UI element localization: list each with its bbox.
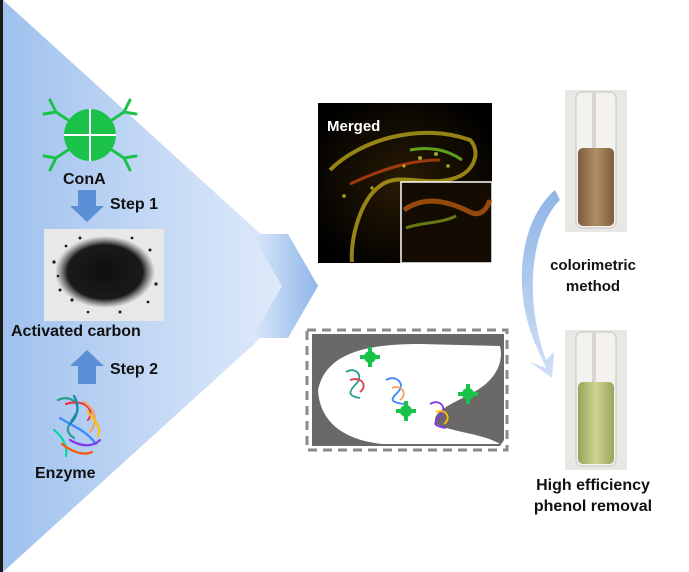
colorimetric-label-line2: method bbox=[565, 278, 621, 295]
step2-arrow bbox=[70, 350, 104, 384]
colorimetric-label-line1: colorimetric bbox=[550, 257, 636, 274]
activated-carbon-image bbox=[44, 229, 164, 321]
removal-label-line2: phenol removal bbox=[533, 498, 653, 515]
enzyme-label: Enzyme bbox=[35, 465, 96, 482]
cona-label: ConA bbox=[63, 171, 106, 188]
merged-micrograph bbox=[318, 103, 493, 264]
carbon-label: Activated carbon bbox=[11, 323, 141, 340]
cona-icon bbox=[42, 98, 138, 172]
right-arrow bbox=[252, 234, 318, 338]
enzyme-structure-icon bbox=[52, 394, 102, 458]
pore-schematic bbox=[305, 328, 509, 452]
cona-markers bbox=[360, 347, 478, 421]
removal-label-line1: High efficiency bbox=[536, 477, 650, 494]
merged-label: Merged bbox=[327, 118, 381, 135]
enzyme-markers bbox=[345, 369, 449, 429]
tube-after bbox=[565, 330, 627, 470]
tube-before bbox=[565, 90, 627, 232]
step1-arrow bbox=[70, 190, 104, 222]
step1-label: Step 1 bbox=[110, 196, 159, 213]
left-border bbox=[0, 0, 3, 572]
step2-label: Step 2 bbox=[110, 361, 159, 378]
curved-arrow bbox=[521, 190, 560, 378]
